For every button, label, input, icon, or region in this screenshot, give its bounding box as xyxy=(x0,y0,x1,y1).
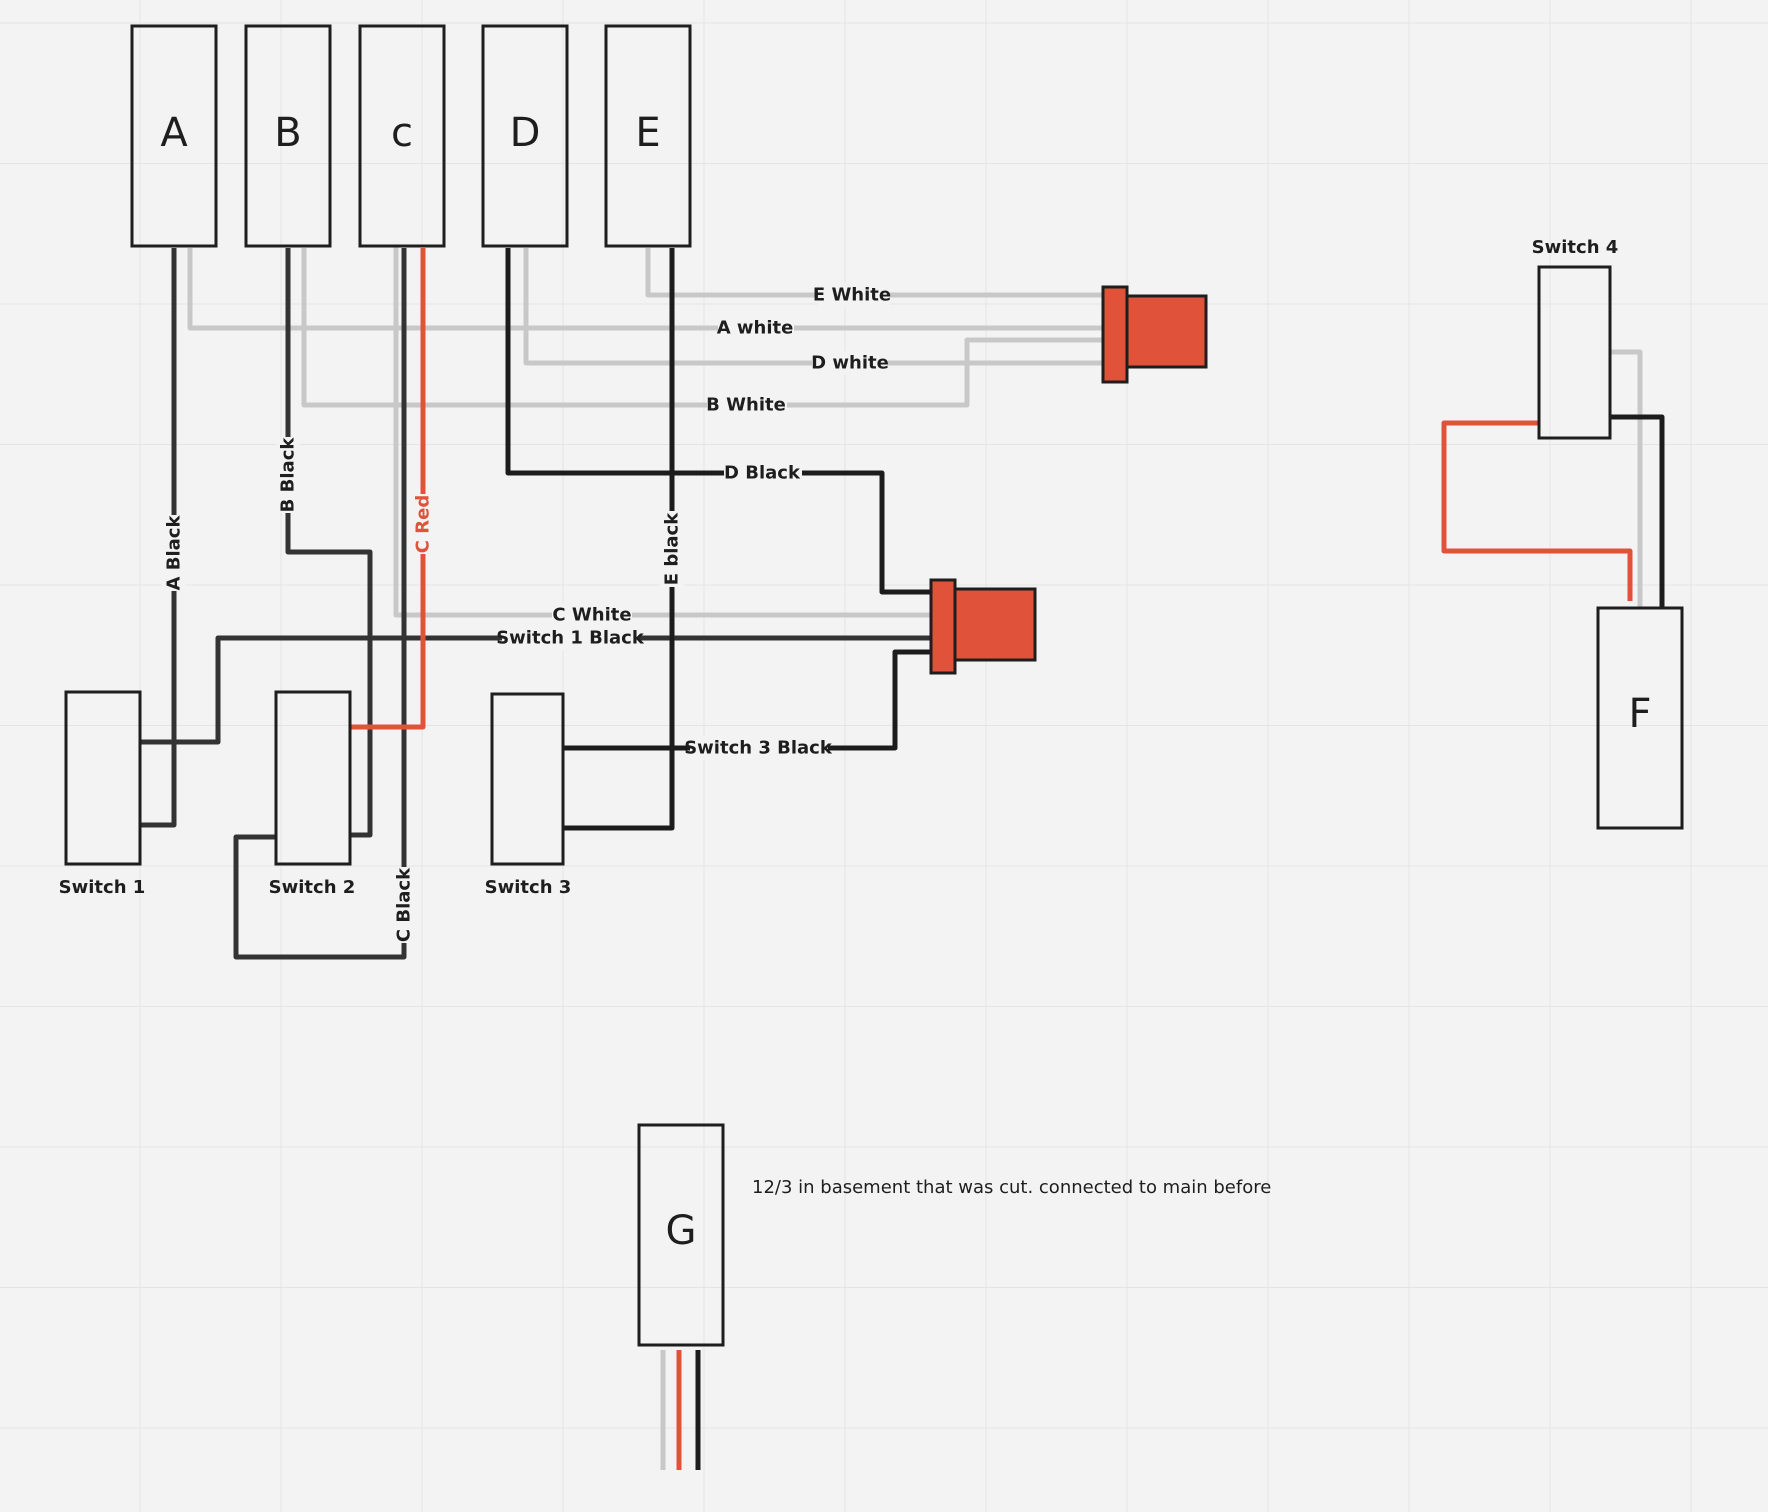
wire-switch4-white[interactable] xyxy=(1610,349,1643,608)
box-c[interactable] xyxy=(358,24,446,248)
wire-c-white[interactable] xyxy=(393,245,935,618)
box-d-label: D xyxy=(510,110,541,156)
label-c-black: C Black xyxy=(392,867,416,943)
box-a-label: A xyxy=(160,110,188,156)
svg-text:E black: E black xyxy=(662,512,683,585)
switch-4-label: Switch 4 xyxy=(1532,237,1619,258)
switch-3[interactable] xyxy=(490,692,565,866)
wire-switch-1-black[interactable] xyxy=(140,635,935,745)
label-a-black: A Black xyxy=(162,515,186,591)
switch-4[interactable] xyxy=(1537,265,1612,440)
label-c-white: C White xyxy=(552,603,632,627)
svg-text:B Black: B Black xyxy=(278,437,299,513)
svg-text:E White: E White xyxy=(813,285,891,306)
wire-switch4-black[interactable] xyxy=(1610,414,1665,608)
box-f[interactable] xyxy=(1596,606,1684,830)
svg-text:Switch 1 Black: Switch 1 Black xyxy=(496,628,645,649)
svg-text:D Black: D Black xyxy=(724,463,801,484)
label-a-white: A white xyxy=(717,316,794,340)
box-f-label: F xyxy=(1628,691,1651,737)
box-a[interactable] xyxy=(130,24,218,248)
switch-1-label: Switch 1 xyxy=(59,877,146,898)
basement-note: 12/3 in basement that was cut. connected… xyxy=(752,1177,1271,1198)
box-e[interactable] xyxy=(604,24,692,248)
wire-switch4-red[interactable] xyxy=(1441,420,1633,601)
switch-2-label: Switch 2 xyxy=(269,877,356,898)
box-g[interactable] xyxy=(637,1123,725,1347)
svg-text:B White: B White xyxy=(706,395,786,416)
label-switch-3-black: Switch 3 Black xyxy=(684,736,833,760)
label-d-black: D Black xyxy=(724,461,802,485)
svg-text:A white: A white xyxy=(717,318,794,339)
box-d[interactable] xyxy=(481,24,569,248)
box-b[interactable] xyxy=(244,24,332,248)
wire-nut-top[interactable] xyxy=(1101,285,1208,384)
wire-c-black[interactable] xyxy=(233,248,407,960)
box-g-label: G xyxy=(666,1208,697,1254)
svg-text:C Red: C Red xyxy=(413,495,434,553)
svg-text:Switch 3 Black: Switch 3 Black xyxy=(684,738,833,759)
label-d-white: D white xyxy=(811,351,889,375)
box-c-label: c xyxy=(391,110,413,156)
wire-e-white[interactable] xyxy=(645,248,1108,298)
wire-e-black[interactable] xyxy=(563,248,675,831)
wire-b-black[interactable] xyxy=(285,248,373,838)
wire-a-black[interactable] xyxy=(140,248,177,828)
wire-d-white[interactable] xyxy=(523,248,1108,366)
wire-c-red[interactable] xyxy=(350,248,426,730)
svg-text:C White: C White xyxy=(552,605,631,626)
label-b-white: B White xyxy=(706,393,787,417)
svg-text:A Black: A Black xyxy=(164,515,185,591)
switch-2[interactable] xyxy=(274,690,352,866)
label-switch-1-black: Switch 1 Black xyxy=(496,626,645,650)
wire-a-white[interactable] xyxy=(187,248,1108,331)
wire-nut-middle[interactable] xyxy=(929,578,1037,675)
svg-text:C Black: C Black xyxy=(394,867,415,942)
wire-d-black[interactable] xyxy=(505,248,935,595)
switch-3-label: Switch 3 xyxy=(485,877,572,898)
label-e-white: E White xyxy=(813,283,891,307)
box-b-label: B xyxy=(274,110,301,156)
svg-text:D white: D white xyxy=(811,353,889,374)
wire-switch-3-black[interactable] xyxy=(563,649,935,751)
wire-b-white[interactable] xyxy=(301,248,1108,408)
box-e-label: E xyxy=(635,110,660,156)
label-e-black: E black xyxy=(660,511,684,587)
label-b-black: B Black xyxy=(276,437,300,513)
switch-1[interactable] xyxy=(64,690,142,866)
label-c-red: C Red xyxy=(411,494,435,554)
